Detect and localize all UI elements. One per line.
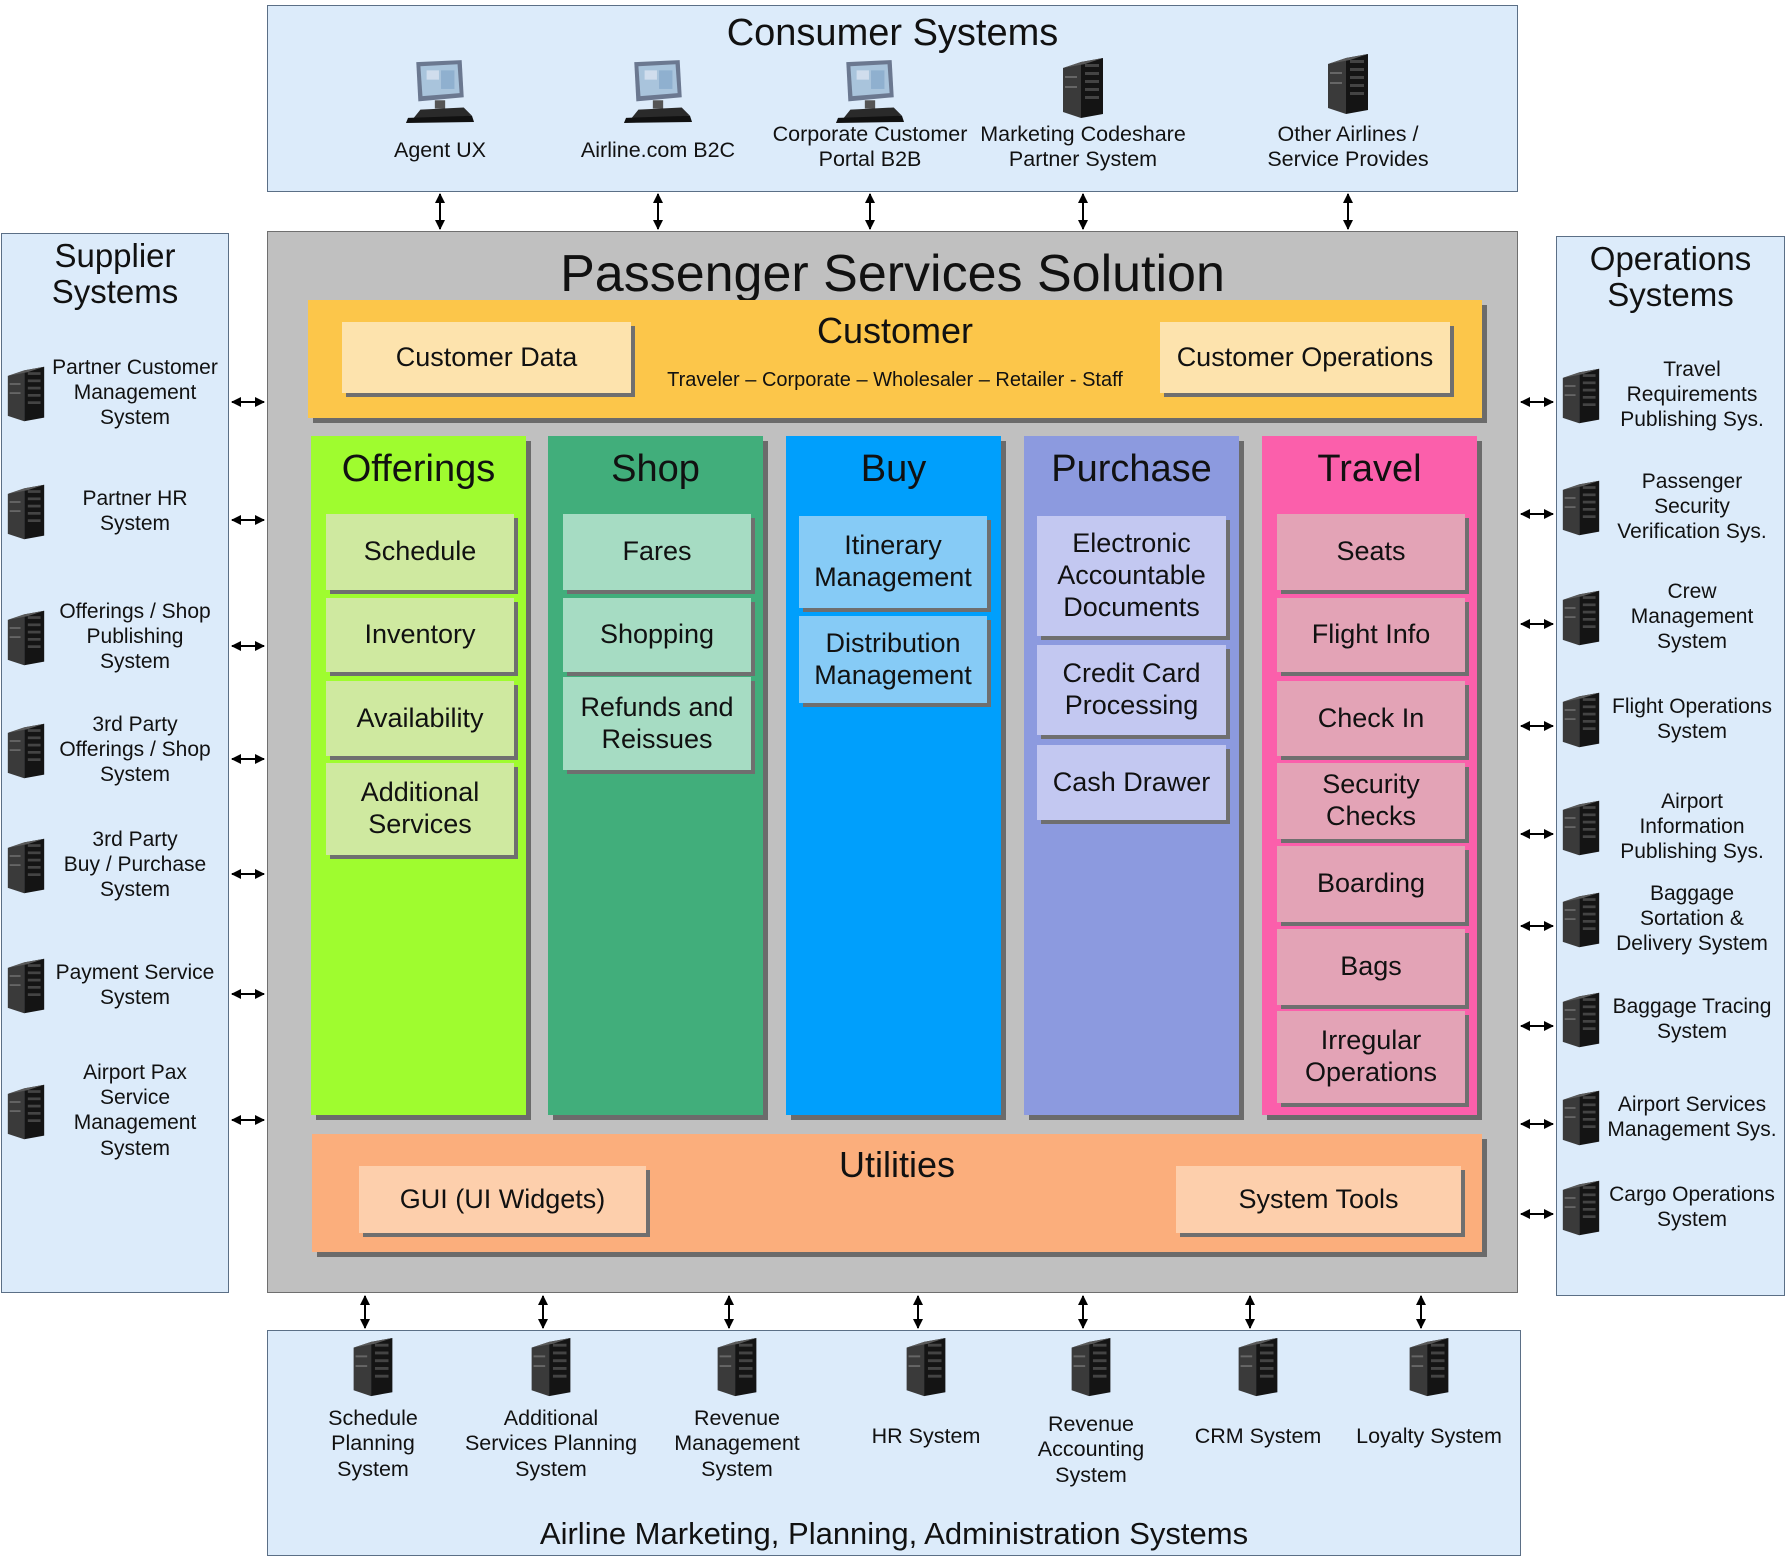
operations-systems-title: Operations Systems — [1589, 240, 1752, 314]
capability-tile: Itinerary Management — [799, 516, 987, 608]
server-icon — [6, 721, 46, 781]
server-icon — [1561, 478, 1601, 538]
customer-subtitle: Traveler – Corporate – Wholesaler – Reta… — [667, 369, 1123, 391]
server-icon — [1561, 890, 1601, 950]
supplier-system-label: Partner Customer Management System — [52, 356, 218, 430]
customer-data-box: Customer Data — [342, 322, 631, 393]
operations-system-label: Airport Information Publishing Sys. — [1620, 790, 1764, 864]
supplier-system-label: Partner HR System — [82, 487, 188, 536]
server-icon — [1061, 56, 1105, 120]
capability-tile: Inventory — [326, 598, 514, 672]
admin-systems-panel: Airline Marketing, Planning, Administrat… — [267, 1330, 1521, 1556]
customer-operations-box: Customer Operations — [1160, 322, 1450, 393]
column-title: Buy — [860, 448, 927, 490]
capability-tile: Bags — [1277, 929, 1465, 1005]
column-title: Travel — [1317, 448, 1422, 490]
consumer-system-label: Airline.com B2C — [580, 138, 736, 162]
operations-system-label: Baggage Tracing System — [1612, 995, 1772, 1044]
consumer-system-label: Corporate Customer Portal B2B — [772, 122, 968, 172]
server-icon — [1069, 1336, 1113, 1398]
admin-system-label: Loyalty System — [1356, 1424, 1502, 1448]
server-icon — [1561, 1088, 1601, 1148]
operations-system-label: Travel Requirements Publishing Sys. — [1620, 358, 1764, 432]
server-icon — [1561, 690, 1601, 750]
admin-systems-title: Airline Marketing, Planning, Administrat… — [539, 1515, 1249, 1551]
capability-tile: Distribution Management — [799, 616, 987, 703]
supplier-system-label: Offerings / Shop Publishing System — [59, 600, 211, 674]
server-icon — [1561, 588, 1601, 648]
column-title: Purchase — [1051, 448, 1212, 490]
consumer-systems-panel: Consumer Systems — [267, 5, 1518, 192]
capability-tile: Additional Services — [326, 763, 514, 855]
capability-tile: Seats — [1277, 514, 1465, 590]
consumer-systems-title: Consumer Systems — [726, 12, 1059, 54]
admin-system-label: Schedule Planning System — [328, 1406, 418, 1481]
consumer-system-label: Other Airlines / Service Provides — [1267, 122, 1429, 172]
operations-system-label: Airport Services Management Sys. — [1607, 1093, 1777, 1142]
server-icon — [529, 1336, 573, 1398]
gui-widgets-box: GUI (UI Widgets) — [359, 1166, 646, 1233]
server-icon — [904, 1336, 948, 1398]
admin-system-label: CRM System — [1194, 1424, 1322, 1448]
capability-tile: Check In — [1277, 681, 1465, 756]
capability-tile: Security Checks — [1277, 763, 1465, 839]
pss-title: Passenger Services Solution — [560, 245, 1225, 303]
operations-system-label: Passenger Security Verification Sys. — [1617, 470, 1767, 544]
utilities-title: Utilities — [838, 1144, 955, 1185]
supplier-systems-title: Supplier Systems — [51, 237, 179, 311]
server-icon — [1561, 366, 1601, 426]
operations-system-label: Crew Management System — [1630, 580, 1754, 654]
capability-tile: Shopping — [563, 598, 751, 672]
operations-system-label: Baggage Sortation & Delivery System — [1616, 882, 1768, 956]
capability-tile: Fares — [563, 514, 751, 590]
consumer-system-label: Agent UX — [393, 138, 487, 162]
capability-tile: Irregular Operations — [1277, 1011, 1465, 1103]
workstation-icon — [833, 58, 907, 124]
server-icon — [1326, 52, 1370, 116]
supplier-system-label: Airport Pax Service Management System — [73, 1061, 197, 1160]
server-icon — [6, 364, 46, 424]
customer-title: Customer — [816, 310, 974, 351]
capability-tile: Flight Info — [1277, 598, 1465, 672]
consumer-system-label: Marketing Codeshare Partner System — [980, 122, 1186, 172]
server-icon — [715, 1336, 759, 1398]
capability-tile: Refunds and Reissues — [563, 677, 751, 770]
capability-tile: Schedule — [326, 514, 514, 590]
server-icon — [1561, 1178, 1601, 1238]
system-tools-box: System Tools — [1176, 1166, 1461, 1233]
server-icon — [1561, 798, 1601, 858]
server-icon — [6, 608, 46, 668]
column-title: Offerings — [341, 448, 496, 490]
server-icon — [1561, 990, 1601, 1050]
capability-tile: Cash Drawer — [1037, 745, 1226, 820]
admin-system-label: Revenue Accounting System — [1037, 1412, 1145, 1487]
workstation-icon — [621, 58, 695, 124]
capability-tile: Electronic Accountable Documents — [1037, 516, 1226, 636]
workstation-icon — [403, 58, 477, 124]
server-icon — [1407, 1336, 1451, 1398]
capability-tile: Boarding — [1277, 846, 1465, 922]
operations-system-label: Cargo Operations System — [1609, 1183, 1775, 1232]
server-icon — [351, 1336, 395, 1398]
supplier-system-label: 3rd Party Buy / Purchase System — [63, 828, 207, 902]
admin-system-label: Revenue Management System — [674, 1406, 800, 1481]
server-icon — [6, 482, 46, 542]
capability-tile: Availability — [326, 681, 514, 756]
column-title: Shop — [611, 448, 700, 490]
supplier-system-label: Payment Service System — [55, 961, 215, 1010]
capability-tile: Credit Card Processing — [1037, 645, 1226, 735]
server-icon — [1236, 1336, 1280, 1398]
operations-system-label: Flight Operations System — [1612, 695, 1772, 744]
server-icon — [6, 836, 46, 896]
server-icon — [6, 1082, 46, 1142]
server-icon — [6, 956, 46, 1016]
supplier-system-label: 3rd Party Offerings / Shop System — [59, 713, 211, 787]
admin-system-label: Additional Services Planning System — [464, 1406, 638, 1481]
admin-system-label: HR System — [871, 1424, 981, 1448]
